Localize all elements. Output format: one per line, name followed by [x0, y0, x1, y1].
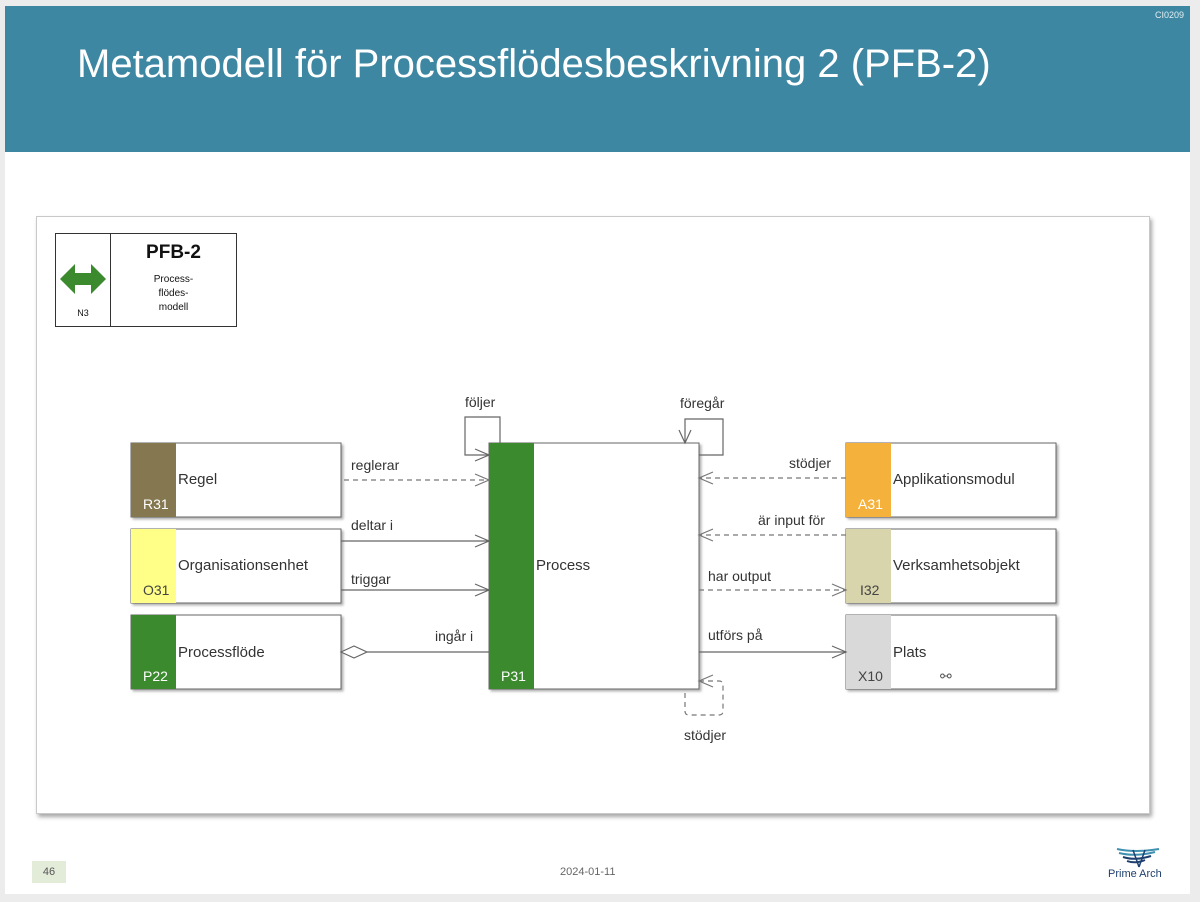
edge-triggar-label: triggar — [351, 571, 391, 587]
node-app-label: Applikationsmodul — [893, 471, 1015, 488]
legend-box: N3 PFB-2 Process- flödes- modell — [55, 233, 237, 327]
node-verk-label: Verksamhetsobjekt — [893, 557, 1021, 574]
node-pf-code: P22 — [143, 668, 168, 684]
slide-date: 2024-01-11 — [560, 866, 616, 878]
node-verksamhetsobjekt: I32 Verksamhetsobjekt — [845, 528, 1057, 604]
edge-ingar-label: ingår i — [435, 628, 473, 644]
edge-utfors-label: utförs på — [708, 627, 763, 643]
node-org-swatch — [131, 529, 176, 603]
double-arrow-icon — [60, 264, 106, 294]
node-app-swatch — [846, 443, 891, 517]
edge-triggar — [341, 583, 491, 597]
edge-foregar — [678, 418, 724, 456]
brand-name: Prime Arch — [1108, 868, 1162, 880]
metamodel-diagram: R31 Regel O31 Organisationsenhet P22 Pro… — [130, 394, 1057, 743]
node-plats-label: Plats — [893, 644, 926, 661]
node-org-code: O31 — [143, 582, 170, 598]
node-verk-code: I32 — [860, 582, 880, 598]
node-regel-swatch — [131, 443, 176, 517]
node-process: P31 Process — [488, 442, 700, 690]
edge-output-label: har output — [708, 568, 771, 584]
edge-utfors — [699, 645, 848, 659]
edge-foljer-label: följer — [465, 394, 496, 410]
edge-foljer — [464, 416, 501, 462]
node-process-code: P31 — [501, 668, 526, 684]
edge-reglerar-label: reglerar — [351, 457, 400, 473]
legend-line-1: Process- — [153, 274, 194, 285]
node-app-code: A31 — [858, 496, 883, 512]
slide-title: Metamodell för Processflödesbeskrivning … — [77, 42, 991, 86]
node-regel: R31 Regel — [130, 442, 342, 518]
node-process-label: Process — [536, 557, 590, 574]
node-pf-label: Processflöde — [178, 644, 265, 661]
slide-code: CI0209 — [1154, 10, 1184, 20]
edge-reglerar — [344, 473, 491, 487]
node-regel-code: R31 — [143, 496, 169, 512]
edge-input — [697, 528, 846, 542]
location-link-icon: ⚯ — [940, 668, 952, 684]
legend-icon-cell: N3 — [56, 234, 111, 326]
legend-line-3: modell — [158, 302, 189, 313]
edge-ingar — [339, 645, 489, 659]
node-pf-swatch — [131, 615, 176, 689]
node-org-label: Organisationsenhet — [178, 557, 309, 574]
edge-deltar-label: deltar i — [351, 517, 393, 533]
node-verk-swatch — [846, 529, 891, 603]
diagram-panel: N3 PFB-2 Process- flödes- modell R31 Reg… — [36, 216, 1150, 814]
prime-arch-logo-icon — [1116, 848, 1160, 868]
node-process-swatch — [489, 443, 534, 689]
node-plats: X10 Plats ⚯ — [845, 614, 1057, 690]
edge-stodjer-app-label: stödjer — [789, 455, 831, 471]
legend-title: PFB-2 — [146, 242, 201, 263]
node-processflode: P22 Processflöde — [130, 614, 342, 690]
node-plats-code: X10 — [858, 668, 883, 684]
node-applikationsmodul: A31 Applikationsmodul — [845, 442, 1057, 518]
edge-stodjer-self-label: stödjer — [684, 727, 726, 743]
edge-output — [699, 583, 848, 597]
double-arrow-shape — [60, 264, 106, 294]
edge-stodjer-self — [684, 674, 724, 716]
legend-line-2: flödes- — [158, 288, 189, 299]
page-number: 46 — [32, 861, 66, 883]
edge-stodjer-app — [697, 471, 846, 485]
node-regel-label: Regel — [178, 471, 217, 488]
edge-input-label: är input för — [758, 512, 825, 528]
header-bar: Metamodell för Processflödesbeskrivning … — [5, 6, 1190, 152]
edge-deltar — [341, 534, 491, 548]
edge-foregar-label: föregår — [680, 395, 725, 411]
legend-code: N3 — [77, 308, 89, 318]
node-plats-swatch — [846, 615, 891, 689]
node-organisationsenhet: O31 Organisationsenhet — [130, 528, 342, 604]
